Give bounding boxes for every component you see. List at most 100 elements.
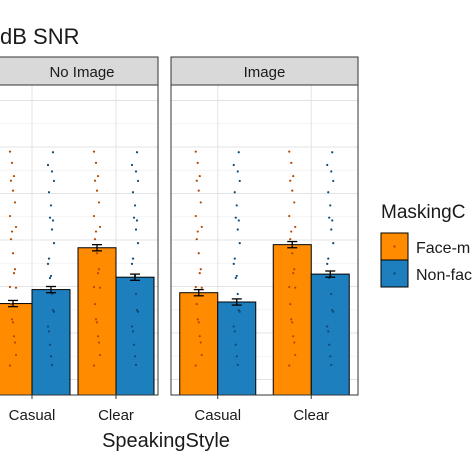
data-point <box>93 238 97 241</box>
data-point <box>234 343 237 346</box>
bar <box>310 273 350 396</box>
x-tick-label: Casual <box>194 407 241 424</box>
data-point <box>293 268 296 271</box>
data-point <box>197 189 200 192</box>
data-point <box>199 341 202 344</box>
data-point <box>199 201 202 204</box>
data-point <box>132 343 136 346</box>
data-point <box>94 161 98 165</box>
data-point <box>331 151 334 154</box>
data-point <box>327 257 330 260</box>
panel-border <box>0 84 159 396</box>
data-point <box>238 179 241 183</box>
legend-label-face-masked: Face-m <box>416 240 470 257</box>
data-point <box>14 353 18 357</box>
data-point <box>94 318 98 321</box>
data-point <box>92 150 96 153</box>
data-point <box>293 341 296 344</box>
data-point <box>93 303 97 306</box>
data-point <box>52 179 56 183</box>
data-point <box>51 219 55 222</box>
data-point <box>10 318 14 321</box>
data-point <box>329 355 332 358</box>
data-point <box>290 161 293 165</box>
data-point <box>50 363 54 366</box>
x-tick-label: Casual <box>9 407 56 424</box>
data-point <box>200 286 203 289</box>
data-point <box>9 238 13 241</box>
data-point <box>199 268 202 271</box>
data-point <box>198 174 201 178</box>
x-tick-label: Clear <box>293 407 329 424</box>
data-point <box>194 150 197 153</box>
data-point <box>52 310 56 313</box>
data-point <box>95 321 99 324</box>
data-point <box>97 201 101 204</box>
data-point <box>131 257 135 260</box>
data-point <box>97 268 101 271</box>
data-point <box>49 355 53 358</box>
legend-title: MaskingC <box>381 202 465 223</box>
data-point <box>10 230 14 233</box>
data-point <box>95 252 99 255</box>
data-point <box>291 321 294 324</box>
data-point <box>14 286 18 289</box>
data-point <box>237 151 240 154</box>
data-point <box>330 363 333 366</box>
data-point <box>133 355 137 358</box>
data-point <box>13 341 17 344</box>
data-point <box>293 201 296 204</box>
data-point <box>238 310 241 313</box>
data-point <box>97 341 101 344</box>
data-point <box>134 228 138 231</box>
data-point <box>12 335 16 338</box>
data-point <box>98 353 102 357</box>
legend-dot-face-masked <box>393 245 396 248</box>
data-point <box>52 242 56 245</box>
data-point <box>329 204 332 207</box>
data-point <box>98 286 102 289</box>
data-point <box>130 163 134 167</box>
data-point <box>48 343 52 346</box>
data-point <box>12 272 16 275</box>
data-point <box>330 292 333 296</box>
facet-strip-label: No Image <box>49 64 114 81</box>
data-point <box>47 257 51 260</box>
data-point <box>196 318 199 321</box>
data-point <box>194 285 197 289</box>
data-point <box>292 174 295 178</box>
data-point <box>131 191 135 194</box>
data-point <box>12 174 16 178</box>
data-point <box>136 310 140 313</box>
data-point <box>331 219 334 222</box>
data-point <box>135 309 139 312</box>
bar <box>217 301 257 396</box>
data-point <box>294 286 297 289</box>
data-point <box>200 353 203 357</box>
data-point <box>11 252 15 255</box>
data-point <box>48 216 52 219</box>
data-point <box>290 318 293 321</box>
data-point <box>196 161 199 165</box>
data-point <box>136 242 140 245</box>
data-point <box>332 179 335 183</box>
data-point <box>92 364 96 367</box>
data-point <box>9 179 13 182</box>
data-point <box>234 276 237 280</box>
data-point <box>10 161 14 165</box>
data-point <box>330 228 333 231</box>
bar <box>179 292 219 396</box>
data-point <box>232 163 235 167</box>
data-point <box>13 268 17 271</box>
data-point <box>197 252 200 255</box>
data-point <box>332 310 335 313</box>
data-point <box>289 238 292 241</box>
data-point <box>51 151 55 154</box>
bar <box>0 303 33 396</box>
data-point <box>236 170 239 173</box>
data-point <box>237 309 240 312</box>
data-point <box>194 214 197 218</box>
data-point <box>291 252 294 255</box>
data-point <box>200 225 203 229</box>
